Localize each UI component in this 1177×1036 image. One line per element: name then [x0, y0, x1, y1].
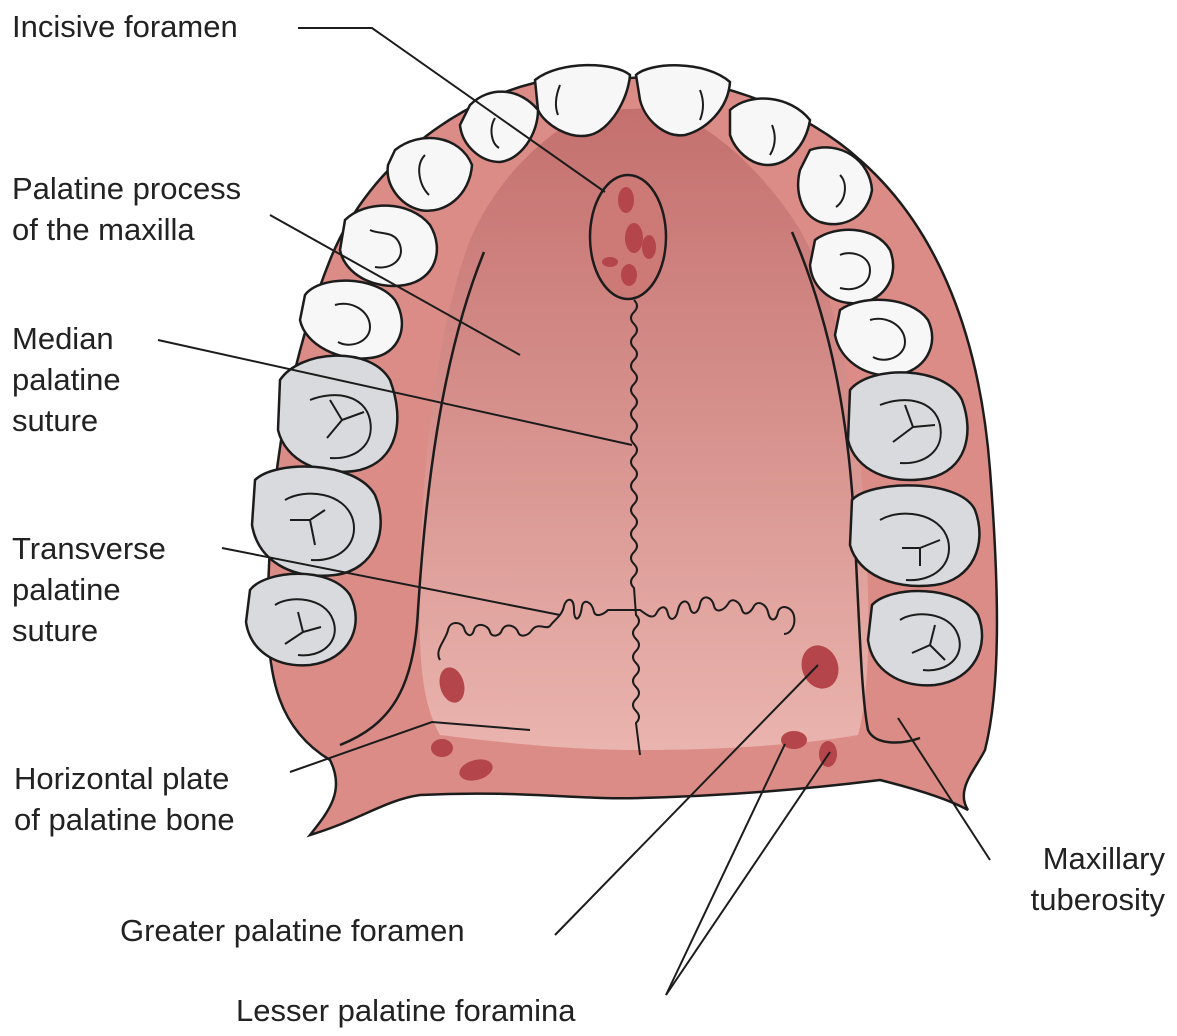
incisive-foramen-hole: [602, 257, 618, 267]
label-line: Palatine process: [12, 168, 241, 209]
label-median-palatine-suture: Median palatine suture: [12, 318, 121, 441]
incisive-foramen-hole: [618, 187, 634, 213]
label-palatine-process: Palatine process of the maxilla: [12, 168, 241, 250]
label-line: tuberosity: [1031, 879, 1165, 920]
incisive-foramen-hole: [625, 223, 643, 253]
tooth-premolar-1-right: [810, 230, 893, 304]
lesser-palatine-foramen: [431, 739, 453, 757]
label-greater-palatine-foramen: Greater palatine foramen: [120, 910, 465, 951]
label-line: Horizontal plate: [14, 758, 235, 799]
tooth-premolar-1-left: [340, 206, 437, 286]
label-maxillary-tuberosity: Maxillary tuberosity: [1031, 838, 1165, 920]
label-line: Median: [12, 318, 121, 359]
label-line: Transverse: [12, 528, 166, 569]
tooth-molar-2-right: [850, 485, 979, 586]
tooth-canine-right: [798, 147, 872, 224]
label-incisive-foramen: Incisive foramen: [12, 6, 238, 47]
label-line: suture: [12, 400, 121, 441]
label-horizontal-plate: Horizontal plate of palatine bone: [14, 758, 235, 840]
label-line: palatine: [12, 359, 121, 400]
label-line: palatine: [12, 569, 166, 610]
label-lesser-palatine-foramina: Lesser palatine foramina: [236, 990, 575, 1031]
incisive-foramen-hole: [621, 264, 637, 286]
label-transverse-palatine-suture: Transverse palatine suture: [12, 528, 166, 651]
label-line: Maxillary: [1031, 838, 1165, 879]
label-line: suture: [12, 610, 166, 651]
incisive-foramen-hole: [642, 235, 656, 259]
label-line: of palatine bone: [14, 799, 235, 840]
label-line: of the maxilla: [12, 209, 241, 250]
